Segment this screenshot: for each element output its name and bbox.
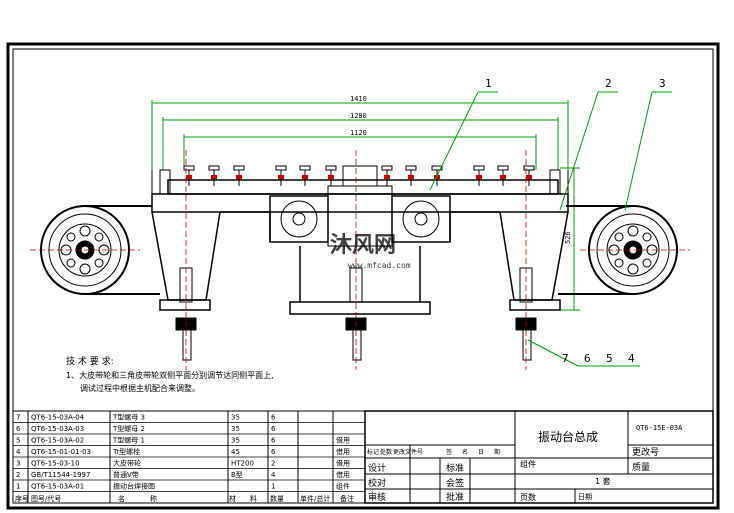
v-belts — [85, 205, 633, 295]
bom-cell-code: QT6-15-01-01-03 — [31, 448, 91, 456]
notes-line-2: 调试过程中根据主机配合来调整。 — [80, 383, 200, 393]
date-label: 日期 — [578, 493, 592, 501]
bom-header-cell: 材 — [229, 494, 236, 503]
bom-cell-code: GB/T11544-1997 — [31, 471, 90, 479]
dimension-1120: 1120 — [350, 129, 367, 137]
bom-cell-qty: 4 — [271, 471, 276, 479]
bom-cell-qty: 6 — [271, 437, 276, 445]
bom-cell-name: T型螺母 3 — [112, 413, 145, 422]
bom-cell-no: 4 — [16, 448, 21, 456]
assembly-label: 组件 — [520, 459, 536, 469]
dimension-texts: 1410 1280 1120 526 — [350, 95, 572, 244]
drawing-title: 振动台总成 — [538, 429, 598, 444]
bom-cell-qty: 1 — [271, 483, 275, 491]
notes-line-1: 1、大皮带轮和三角皮带轮双侧平面分别调节达同侧平面上, — [66, 370, 274, 380]
balloon-4: 4 — [628, 352, 635, 365]
rev-label: 更改号 — [632, 446, 659, 458]
dimension-lines — [151, 100, 580, 311]
balloon-6: 6 — [584, 352, 591, 365]
countersign-label: 会签 — [446, 477, 464, 489]
tb-header-mark: 标记 — [367, 448, 379, 456]
bom-cell-note: 借用 — [336, 459, 350, 468]
bom-cell-material: B型 — [231, 470, 243, 479]
dimension-1280: 1280 — [350, 112, 367, 120]
check-label: 校对 — [368, 477, 386, 489]
page-label: 页数 — [520, 492, 536, 502]
bom-cell-code: QT6-15-03A-03 — [31, 425, 84, 433]
dimension-1410: 1410 — [350, 95, 367, 103]
sheet-count: 1 套 — [595, 476, 611, 486]
bom-cell-name: Tr型螺栓 — [112, 447, 140, 456]
bom-cell-no: 6 — [16, 425, 21, 433]
balloon-7: 7 — [562, 352, 569, 365]
title-block — [364, 410, 714, 504]
bom-cell-name: T型螺母 1 — [112, 436, 145, 445]
top-table — [151, 169, 569, 213]
t-bolts-top — [183, 165, 535, 186]
vibration-table-assembly — [30, 150, 690, 370]
bom-cell-qty: 2 — [271, 460, 275, 468]
balloon-2: 2 — [605, 77, 612, 90]
bom-cell-material: 35 — [231, 437, 240, 445]
bom-cell-code: QT6-15-03-10 — [31, 460, 80, 468]
bom-header-cell: 数量 — [270, 494, 284, 503]
bom-cell-code: QT6-15-03A-02 — [31, 437, 84, 445]
bom-cell-code: QT6-15-03A-04 — [31, 414, 85, 422]
bom-cell-no: 5 — [16, 437, 20, 445]
tb-header-name: 名 — [462, 448, 468, 456]
bom-header-cell: 名 — [118, 494, 125, 503]
balloon-1: 1 — [485, 77, 492, 90]
dimension-526: 526 — [564, 231, 572, 244]
bom-header-cell: 单件/总计 — [300, 494, 330, 503]
center-lines — [30, 150, 690, 370]
approve-label: 批准 — [446, 491, 464, 503]
tb-header-count: 处数 — [380, 448, 392, 456]
design-label: 设计 — [368, 462, 386, 474]
tb-header-sign: 签 — [446, 448, 452, 456]
tb-header-day: 日 — [478, 449, 484, 456]
bom-cell-note: 组件 — [336, 482, 350, 491]
watermark-brand: 沐风网 — [330, 233, 396, 258]
bom-cell-name: 普通V带 — [113, 470, 139, 479]
tb-header-file: 更改文件号 — [393, 448, 423, 456]
notes-heading: 技 术 要 求: — [66, 355, 114, 367]
bom-header-cell: 称 — [150, 494, 157, 503]
bom-cell-note: 借用 — [336, 470, 350, 479]
bom-header-cell: 序号 — [15, 494, 29, 503]
quality-label: 质量 — [632, 461, 650, 473]
bom-cell-no: 2 — [16, 471, 20, 479]
bom-cell-material: HT200 — [231, 460, 254, 468]
bom-header-cell: 料 — [250, 494, 257, 503]
bom-cell-qty: 6 — [271, 414, 276, 422]
balloon-3: 3 — [659, 77, 666, 90]
bom-cell-material: 45 — [231, 448, 240, 456]
part-balloons — [429, 91, 672, 367]
bom-cell-no: 7 — [16, 414, 20, 422]
tb-header-period: 期 — [494, 448, 500, 456]
title-block-header-cells: 标记 处数 更改文件号 签 名 日 期 — [367, 448, 500, 456]
bom-cell-material: 35 — [231, 414, 240, 422]
bom-cell-note: 借用 — [336, 436, 350, 445]
balloon-5: 5 — [606, 352, 613, 365]
drawing-frame — [6, 42, 720, 510]
bom-header-cell: 备注 — [340, 494, 354, 503]
watermark-url: www.mfcad.com — [348, 261, 411, 270]
drawing-number: QT6-15E-03A — [636, 424, 683, 432]
bom-cell-qty: 6 — [271, 425, 276, 433]
bom-header-cell: 图号/代号 — [31, 494, 61, 503]
bom-cell-qty: 6 — [271, 448, 276, 456]
standard-label: 标准 — [446, 462, 464, 474]
bom-cell-name: T型螺母 2 — [112, 424, 145, 433]
review-label: 审核 — [368, 491, 386, 503]
bom-cell-material: 35 — [231, 425, 240, 433]
bom-cell-name: 大皮带轮 — [113, 459, 141, 468]
bom-cell-no: 3 — [16, 460, 20, 468]
bom-cell-no: 1 — [16, 483, 20, 491]
t-bolt-red-heads — [186, 175, 532, 179]
bom-cell-note: 借用 — [336, 447, 350, 456]
bom-cell-code: QT6-15-03A-01 — [31, 483, 84, 491]
bom-cell-name: 振动台焊接图 — [113, 482, 155, 491]
